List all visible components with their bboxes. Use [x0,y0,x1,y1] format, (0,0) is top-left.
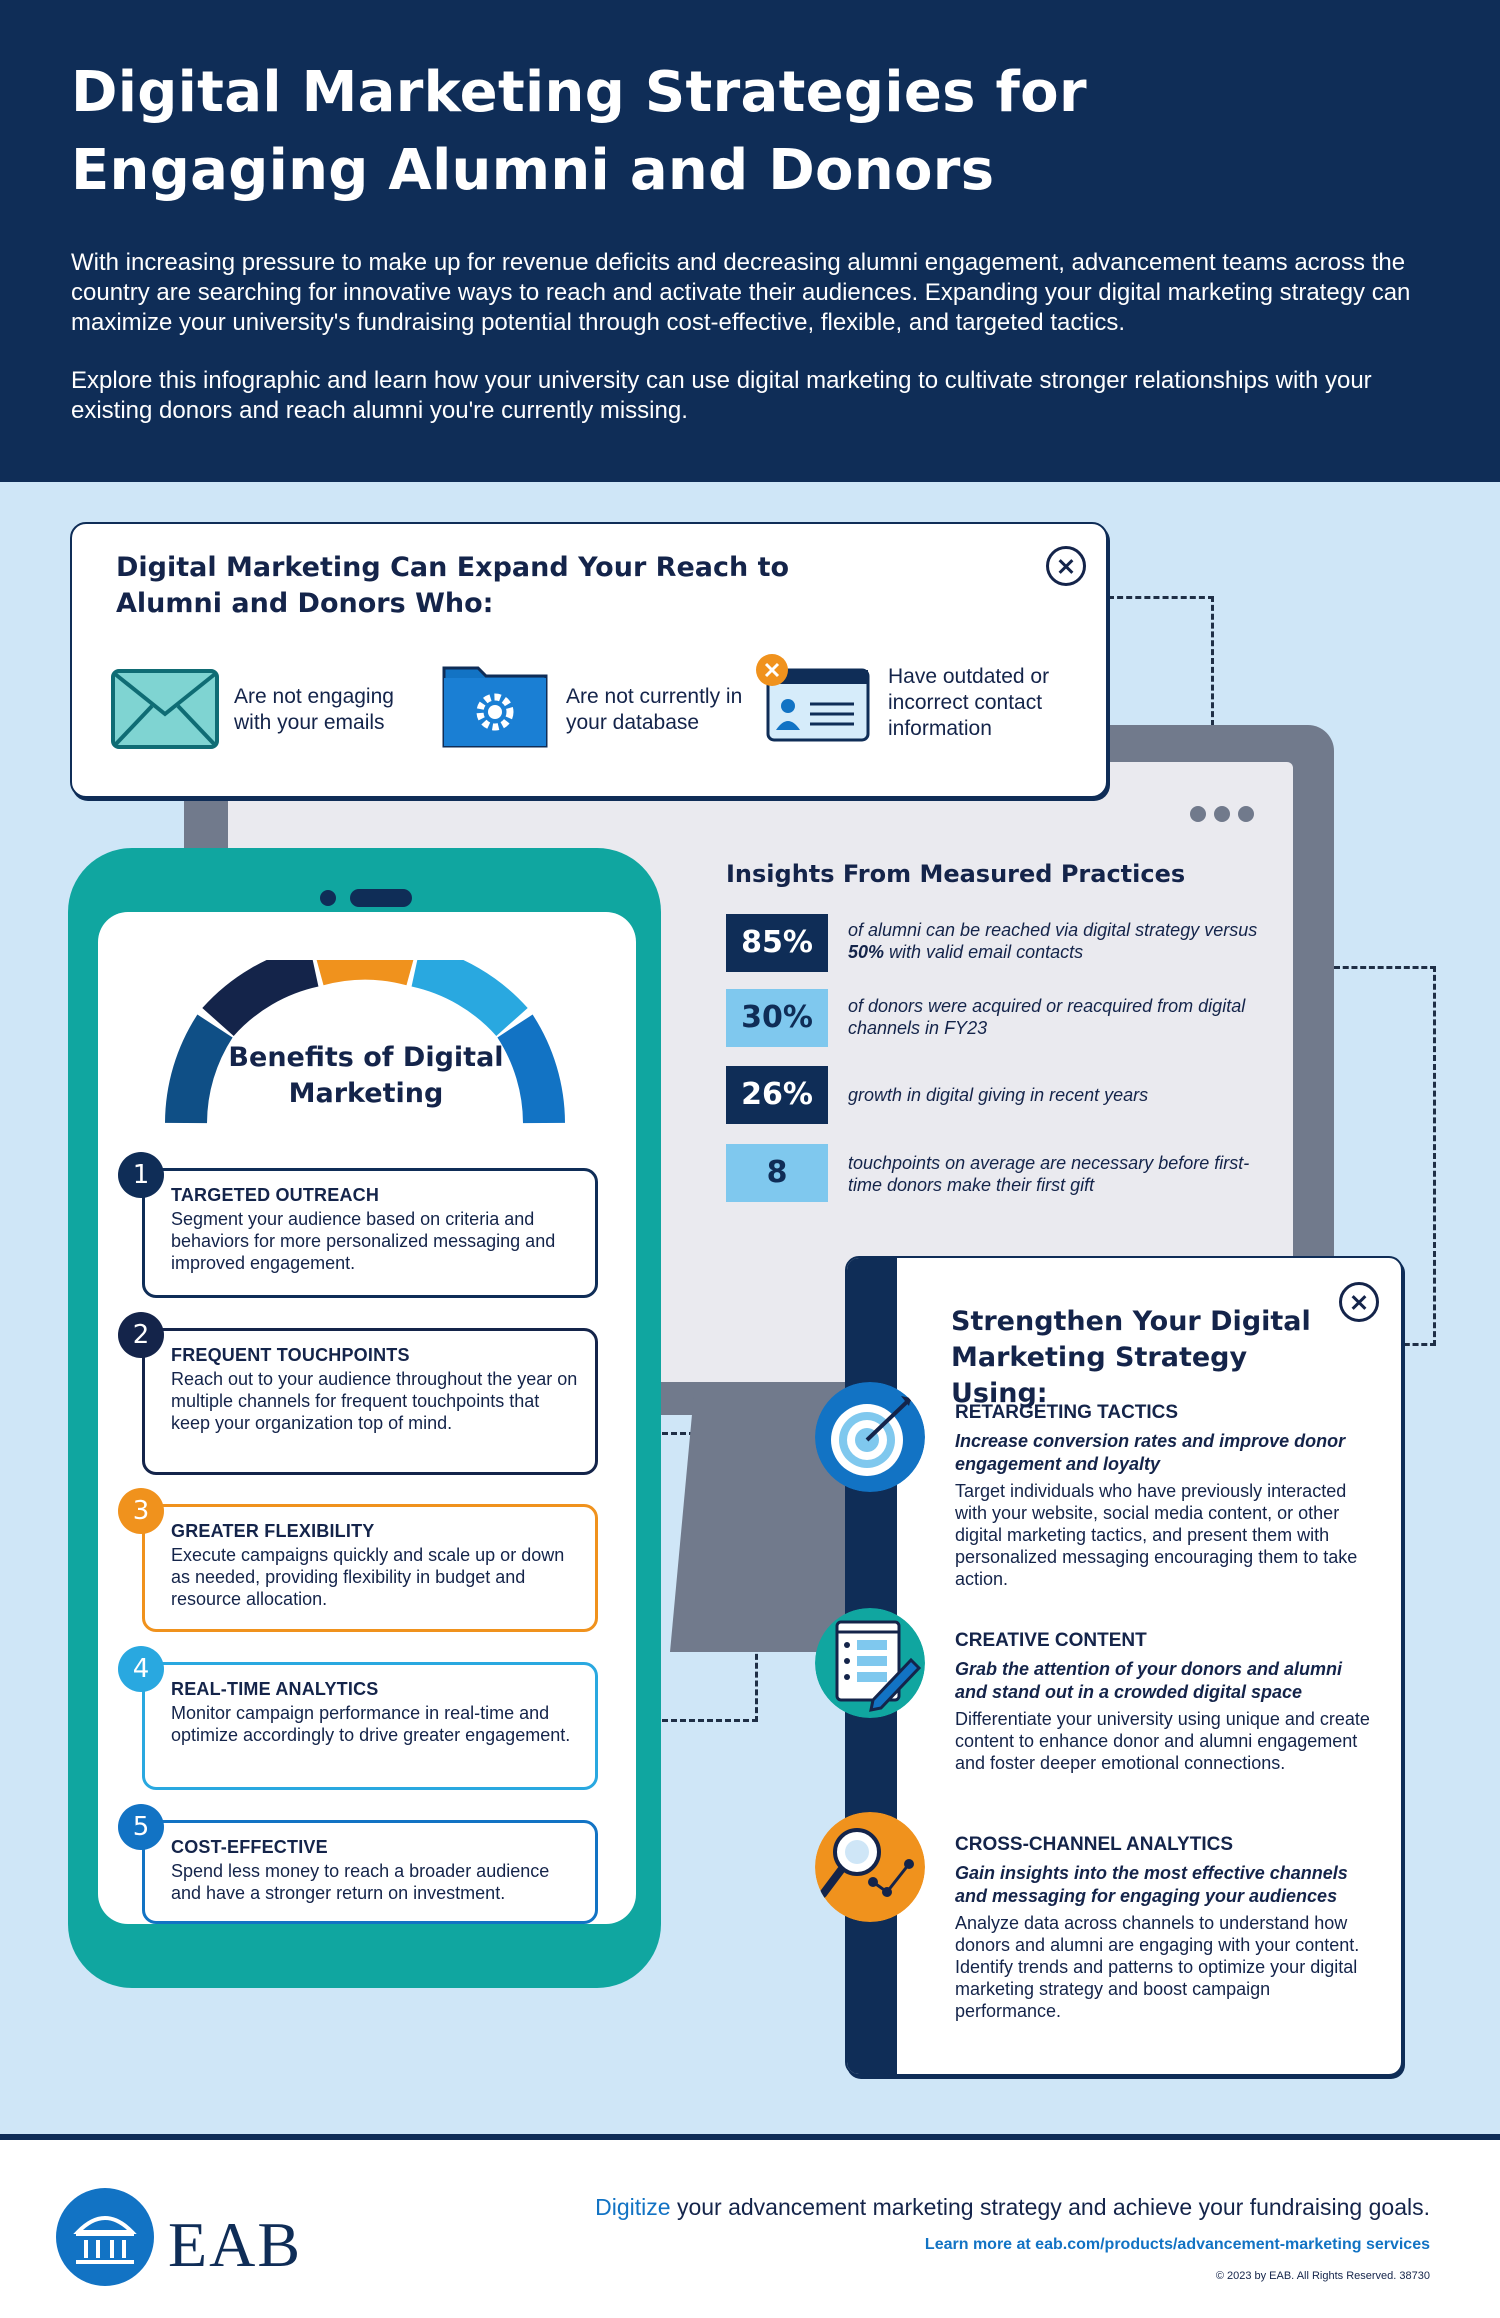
window-dot-icon [1190,806,1206,822]
contact-card-icon [756,654,870,742]
tactic-subtitle: Increase conversion rates and improve do… [955,1431,1346,1474]
dashed-connector [1108,596,1214,726]
strategy-card: Strengthen Your Digital Marketing Strate… [845,1256,1403,2076]
benefit-card: GREATER FLEXIBILITY Execute campaigns qu… [142,1504,598,1632]
copyright: © 2023 by EAB. All Rights Reserved. 3873… [1215,2270,1430,2282]
benefit-description: Monitor campaign performance in real-tim… [171,1703,571,1745]
close-icon[interactable] [1046,546,1086,586]
benefit-description: Segment your audience based on criteria … [171,1209,556,1273]
strategy-title: Strengthen Your Digital Marketing Strate… [951,1306,1311,1409]
footer: EAB Digitize your advancement marketing … [0,2134,1500,2318]
benefit-title: TARGETED OUTREACH [171,1185,380,1205]
tactic-item: RETARGETING TACTICS Increase conversion … [955,1402,1375,1590]
tactic-item: CREATIVE CONTENT Grab the attention of y… [955,1630,1375,1774]
speaker-icon [350,889,412,907]
stat-value: 85% [726,914,828,972]
reach-item-label: Are not engaging with your emails [234,685,394,734]
footer-tagline: Digitize your advancement marketing stra… [595,2194,1430,2220]
learn-more-link[interactable]: Learn more at eab.com/products/advanceme… [924,2236,1430,2253]
brand-name: EAB [168,2209,302,2280]
window-dot-icon [1238,806,1254,822]
reach-card: Digital Marketing Can Expand Your Reach … [70,522,1108,798]
tactic-title: CROSS-CHANNEL ANALYTICS [955,1834,1233,1855]
eab-logo-icon [56,2188,154,2286]
benefit-title: COST-EFFECTIVE [171,1837,328,1857]
close-icon[interactable] [1339,1282,1379,1322]
folder-gear-icon [442,666,548,748]
benefit-number-badge: 3 [118,1488,164,1534]
stat-description: of alumni can be reached via digital str… [848,920,1258,962]
reach-title: Digital Marketing Can Expand Your Reach … [116,552,790,619]
benefit-description: Spend less money to reach a broader audi… [171,1861,550,1903]
tactic-subtitle: Gain insights into the most effective ch… [955,1863,1348,1906]
stat-value: 26% [726,1066,828,1124]
reach-item-label: Are not currently in your database [566,685,743,734]
envelope-icon [111,669,219,749]
intro-paragraph: With increasing pressure to make up for … [71,249,1411,336]
benefits-title: Benefits of Digital Marketing [228,1042,504,1109]
benefit-number-badge: 2 [118,1312,164,1358]
stat-description: touchpoints on average are necessary bef… [848,1153,1250,1195]
benefit-description: Execute campaigns quickly and scale up o… [171,1545,565,1609]
benefit-title: REAL-TIME ANALYTICS [171,1679,379,1699]
stat-value: 30% [726,989,828,1047]
stat-description: of donors were acquired or reacquired fr… [848,996,1246,1038]
benefit-card: COST-EFFECTIVE Spend less money to reach… [142,1820,598,1924]
window-dot-icon [1214,806,1230,822]
page-title: Digital Marketing Strategies for Engagin… [71,60,1087,203]
tactic-item: CROSS-CHANNEL ANALYTICS Gain insights in… [955,1834,1375,2022]
stat-value: 8 [726,1144,828,1202]
content-edit-icon [815,1608,925,1718]
benefit-description: Reach out to your audience throughout th… [171,1369,578,1433]
tactic-description: Target individuals who have previously i… [955,1481,1358,1589]
benefit-card: TARGETED OUTREACH Segment your audience … [142,1168,598,1298]
benefit-title: GREATER FLEXIBILITY [171,1521,375,1541]
benefit-number-badge: 4 [118,1646,164,1692]
camera-icon [320,890,336,906]
benefit-card: REAL-TIME ANALYTICS Monitor campaign per… [142,1662,598,1790]
reach-item-label: Have outdated or incorrect contact infor… [888,665,1050,740]
magnifier-analytics-icon [815,1812,925,1922]
benefit-number-badge: 5 [118,1804,164,1850]
target-icon [815,1382,925,1492]
tactic-subtitle: Grab the attention of your donors and al… [955,1659,1343,1702]
tactic-description: Differentiate your university using uniq… [955,1709,1370,1773]
tactic-title: CREATIVE CONTENT [955,1630,1147,1651]
benefit-title: FREQUENT TOUCHPOINTS [171,1345,410,1365]
hero-header: Digital Marketing Strategies for Engagin… [0,0,1500,482]
tactic-description: Analyze data across channels to understa… [955,1913,1360,2021]
benefit-card: FREQUENT TOUCHPOINTS Reach out to your a… [142,1328,598,1475]
tactic-title: RETARGETING TACTICS [955,1402,1179,1423]
insights-title: Insights From Measured Practices [726,860,1186,888]
intro-paragraph: Explore this infographic and learn how y… [71,367,1372,424]
benefits-gauge [165,960,565,1124]
stat-description: growth in digital giving in recent years [848,1085,1149,1105]
benefit-number-badge: 1 [118,1152,164,1198]
